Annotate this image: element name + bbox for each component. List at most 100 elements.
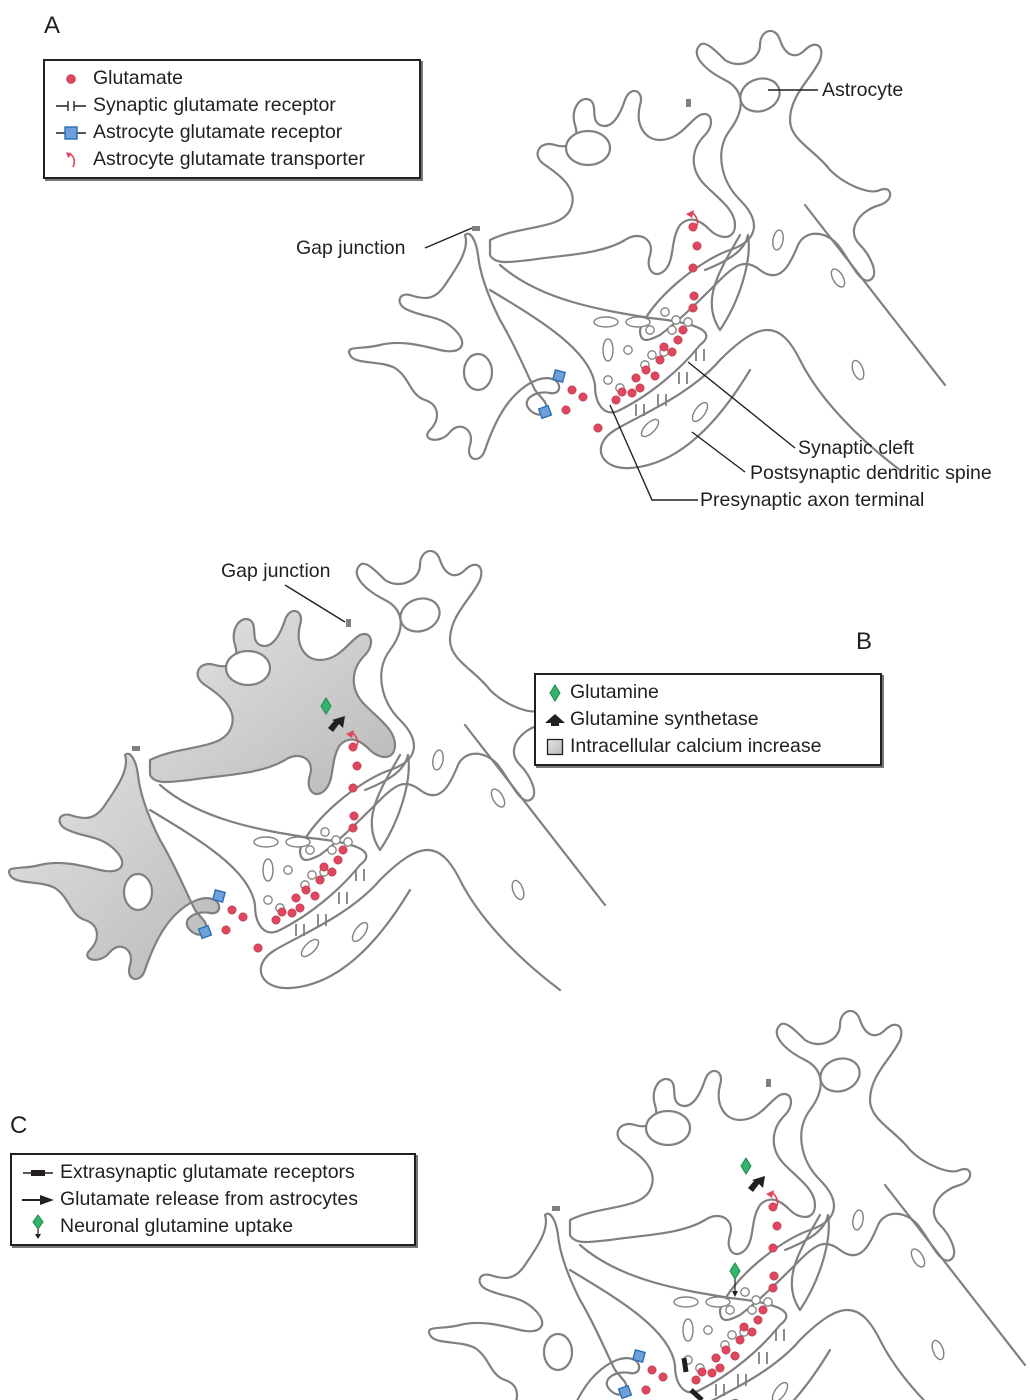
synaptic-vesicle (763, 1297, 773, 1307)
glutamate-dot (352, 761, 362, 771)
legend-item-glutamine-synthetase: Glutamine synthetase (544, 706, 870, 733)
astrocyte-receptor-icon (53, 122, 89, 144)
dendrite-edge (803, 203, 947, 387)
glutamate-dot (711, 1353, 721, 1363)
glutamate-dot (593, 423, 603, 433)
astrocyte-receptor-icon (552, 369, 566, 383)
transporter-arrow-icon (771, 1191, 779, 1211)
transporter-arrowhead (346, 730, 354, 738)
glutamate-dot (295, 903, 305, 913)
mitochondrion (602, 338, 614, 362)
transporter-arrow-icon (691, 211, 699, 231)
glutamine-uptake-diamond-icon (729, 1262, 741, 1280)
astrocyte-nucleus (564, 129, 612, 167)
astrocyte-nucleus (644, 1109, 692, 1147)
synaptic-vesicle (751, 1295, 761, 1305)
transporter-arrowhead (766, 1190, 774, 1198)
label-presynaptic-terminal: Presynaptic axon terminal (700, 489, 925, 511)
glutamate-dot (673, 335, 683, 345)
mitochondrion (640, 418, 660, 438)
mitochondrion (931, 1339, 945, 1361)
synaptic-vesicle (671, 315, 681, 325)
postsynaptic-spine (599, 328, 902, 472)
synaptic-vesicle (645, 325, 655, 335)
glutamate-dot (349, 811, 359, 821)
glutamate-dot (655, 355, 665, 365)
glutamate-dot (691, 1375, 701, 1385)
synaptic-receptor (657, 394, 667, 406)
glutamate-dot (688, 303, 698, 313)
legend-label: Neuronal glutamine uptake (60, 1215, 294, 1237)
glutamine-diamond-icon (320, 697, 332, 715)
synaptic-vesicle (727, 1330, 737, 1340)
legend-label: Glutamate (93, 67, 183, 89)
astrocyte-receptor-icon (537, 404, 553, 420)
astrocyte-lower-left (7, 752, 221, 981)
extrasynaptic-receptor-icon (20, 1162, 56, 1184)
glutamate-dot (578, 392, 588, 402)
mitochondrion (300, 938, 320, 958)
glutamine-diamond-icon (544, 682, 566, 704)
astrocyte-lower-left (427, 1212, 641, 1400)
glutamate-dot (678, 325, 688, 335)
synaptic-vesicle (667, 325, 677, 335)
astrocyte-nucleus (462, 352, 494, 392)
glutamate-dot (227, 905, 237, 915)
astrocyte-right (718, 1009, 972, 1322)
astrocyte-lower-left (347, 232, 561, 461)
legend-label: Glutamine (570, 681, 659, 703)
glutamate-dot (641, 365, 651, 375)
astrocyte-receptor-icon (617, 1384, 633, 1400)
legend-label: Intracellular calcium increase (570, 735, 822, 757)
label-gap-junction-a: Gap junction (296, 237, 406, 259)
glutamate-dot (271, 915, 281, 925)
synaptic-receptor (355, 869, 365, 881)
synaptic-vesicle (320, 827, 330, 837)
astrocyte-center (148, 609, 397, 796)
mitochondrion (432, 749, 444, 771)
legend-label: Synaptic glutamate receptor (93, 94, 336, 116)
label-gap-junction-b: Gap junction (221, 560, 331, 582)
synaptic-vesicle (327, 845, 337, 855)
panel-letter-a: A (44, 12, 61, 39)
presynaptic-terminal (568, 1243, 788, 1394)
glutamate-dot (715, 1363, 725, 1373)
synaptic-vesicle (305, 845, 315, 855)
glutamate-dot (327, 867, 337, 877)
legend-label: Astrocyte glutamate receptor (93, 121, 343, 143)
mitochondrion (673, 1296, 699, 1308)
glutamate-dot (338, 845, 348, 855)
glutamate-dot (747, 1327, 757, 1337)
astrocyte-process-edge (783, 1213, 830, 1312)
extrasynaptic-receptor-icon (681, 1357, 689, 1373)
glutamate-dot (697, 1367, 707, 1377)
legend-item-synaptic-receptor: Synaptic glutamate receptor (53, 92, 409, 119)
astrocyte-nucleus (542, 1332, 574, 1372)
synaptic-vesicle (263, 895, 273, 905)
synaptic-receptor (758, 1352, 768, 1364)
glutamate-dot (758, 1305, 768, 1315)
glutamate-dot (611, 395, 621, 405)
glutamate-dot (721, 1345, 731, 1355)
legend-c: Extrasynaptic glutamate receptors Glutam… (10, 1153, 416, 1246)
astrocyte-receptor-icon (197, 924, 213, 940)
legend-b: Glutamine Glutamine synthetase Intracell… (534, 673, 882, 766)
extrasynaptic-receptor-icon (689, 1388, 704, 1400)
panel-letter-b: B (856, 628, 873, 655)
presynaptic-terminal (148, 783, 368, 934)
synaptic-receptor (695, 349, 705, 361)
synaptic-receptor (678, 372, 688, 384)
glutamate-dot (631, 373, 641, 383)
glutamate-dot (319, 862, 329, 872)
glutamate-dot (689, 291, 699, 301)
astrocyte-nucleus (739, 77, 781, 113)
synaptic-vesicle (343, 837, 353, 847)
leader-presynaptic (609, 404, 698, 501)
glutamate-dot (658, 1372, 668, 1382)
gap-junction-marker (472, 226, 480, 231)
transporter-arrow-icon (351, 731, 359, 751)
mitochondrion (262, 858, 274, 882)
glutamate-dot (635, 383, 645, 393)
glutamate-dot (739, 1322, 749, 1332)
legend-label: Glutamate release from astrocytes (60, 1188, 359, 1210)
